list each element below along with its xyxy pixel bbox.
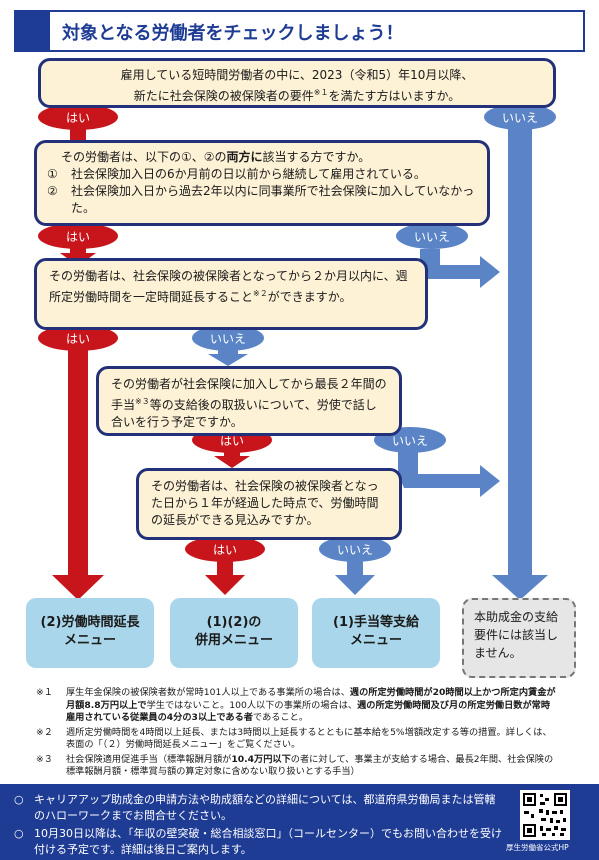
item-1-text: 社会保険加入日の6か月前の日以前から継続して雇用されている。 <box>71 167 426 181</box>
question-2-intro-a: その労働者は、以下の①、②の <box>61 150 227 164</box>
question-5-box: その労働者は、社会保険の被保険者となった日から１年が経過した時点で、労働時間の延… <box>136 468 402 540</box>
menu-3-line2: メニュー <box>349 633 402 648</box>
footer-bullet-1: ○ <box>14 793 24 806</box>
menu-2-line1: (1)(2)の <box>206 615 262 630</box>
no-label-4: いいえ <box>391 434 428 448</box>
question-2-box: その労働者は、以下の①、②の両方に該当する方ですか。 ① 社会保険加入日の6か月… <box>34 140 490 226</box>
no-label-1: いいえ <box>501 111 538 125</box>
question-1-line2b: を満たす方はいますか。 <box>328 89 461 103</box>
item-2-mark: ② <box>47 184 58 198</box>
footnote-3-body: 社会保険適用促進手当（標準報酬月額が10.4万円以下の者に対して、事業主が支給す… <box>66 754 556 779</box>
footnote-2: ※２ 週所定労働時間を4時間以上延長、または3時間以上延長するとともに基本給を5… <box>36 727 556 752</box>
question-1-line1: 雇用している短時間労働者の中に、2023（令和5）年10月以降、 <box>120 68 474 82</box>
question-2-item-2: ② 社会保険加入日から過去2年以内に同事業所で社会保険に加入していなかった。 <box>47 183 477 217</box>
menu-1-line1: (2)労働時間延長 <box>40 615 140 630</box>
question-2-intro-b: 該当する方ですか。 <box>262 150 371 164</box>
no-arrow-2 <box>420 249 500 288</box>
question-2-item-1: ① 社会保険加入日の6か月前の日以前から継続して雇用されている。 <box>47 166 477 183</box>
footnote-2-mark: ※２ <box>36 726 53 738</box>
menu-working-hours-extension: (2)労働時間延長 メニュー <box>26 598 154 668</box>
not-eligible-box: 本助成金の支給要件には該当しません。 <box>462 598 576 678</box>
menu-combined: (1)(2)の 併用メニュー <box>170 598 298 668</box>
footnote-1-bold2: 週の所定労働時間及び月の所定労働日数が常時雇用されている従業員の4分の3以上であ… <box>66 699 551 724</box>
menu-3-line1: (1)手当等支給 <box>333 615 419 630</box>
footnote-3-a: 社会保険適用促進手当（標準報酬月額が <box>66 753 232 765</box>
note-ref-3: ※３ <box>135 397 150 406</box>
yes-label-2: はい <box>65 230 90 244</box>
no-arrow-right-column <box>492 120 548 600</box>
footer-line-1: キャリアアップ助成金の申請方法や助成額などの詳細については、都道府県労働局または… <box>34 793 496 822</box>
footnote-3: ※３ 社会保険適用促進手当（標準報酬月額が10.4万円以下の者に対して、事業主が… <box>36 754 556 779</box>
no-label-2: いいえ <box>413 230 450 244</box>
title-bar: 対象となる労働者をチェックしましょう！ <box>14 10 585 52</box>
yes-label-5: はい <box>212 543 237 557</box>
yes-arrow-5 <box>205 560 245 595</box>
footer-text: ○ キャリアアップ助成金の申請方法や助成額などの詳細については、都道府県労働局ま… <box>14 792 504 858</box>
page-title: 対象となる労働者をチェックしましょう！ <box>62 23 404 44</box>
no-arrow-4 <box>398 452 500 497</box>
footnote-3-b: の者に対して、事業主が支給する場合、最長2年間、社会保険の標準報酬月額・標準賞与… <box>66 753 554 778</box>
yes-label-4: はい <box>219 434 244 448</box>
footnote-1-c: であること。 <box>252 712 309 723</box>
footnote-2-body: 週所定労働時間を4時間以上延長、または3時間以上延長するとともに基本給を5%増額… <box>66 726 552 751</box>
footnote-1-b: 学生ではないこと。100人以下の事業所の場合は、 <box>146 699 358 711</box>
footnote-1-body: 厚生年金保険の被保険者数が常時101人以上である事業所の場合は、週の所定労働時間… <box>66 687 556 725</box>
question-2-intro: その労働者は、以下の①、②の両方に該当する方ですか。 <box>47 149 477 166</box>
question-3-text-b: ができますか。 <box>267 290 352 304</box>
footnote-3-mark: ※３ <box>36 753 53 765</box>
note-ref-1: ※１ <box>313 88 329 97</box>
yes-arrow-4 <box>214 451 250 468</box>
footer-item-2: ○ 10月30日以降は、「年収の壁突破・総合相談窓口」（コールセンター）でもお問… <box>14 826 504 858</box>
footnotes: ※１ 厚生年金保険の被保険者数が常時101人以上である事業所の場合は、週の所定労… <box>36 687 556 781</box>
footnote-1-bold1: 週の所定労働時間が20時間以上かつ所定内賃金が月額8.8万円以上で <box>66 687 556 711</box>
yes-label-3: はい <box>65 332 90 346</box>
footnote-3-bold1: 10.4万円以下 <box>231 753 291 765</box>
footnote-1-a: 厚生年金保険の被保険者数が常時101人以上である事業所の場合は、 <box>66 687 350 698</box>
no-arrow-5 <box>335 560 375 595</box>
question-4-text-a: その労働者が社会保険に加入してから最長２年間の手当 <box>111 377 387 412</box>
item-2-text: 社会保険加入日から過去2年以内に同事業所で社会保険に加入していなかった。 <box>71 184 475 215</box>
no-arrow-3 <box>208 349 248 366</box>
footer-item-1: ○ キャリアアップ助成金の申請方法や助成額などの詳細については、都道府県労働局ま… <box>14 792 504 824</box>
question-5-text: その労働者は、社会保険の被保険者となった日から１年が経過した時点で、労働時間の延… <box>151 479 379 527</box>
question-3-box: その労働者は、社会保険の被保険者となってから２か月以内に、週所定労働時間を一定時… <box>34 258 428 330</box>
question-2-intro-bold: 両方に <box>226 150 263 164</box>
question-3-text-a: その労働者は、社会保険の被保険者となってから２か月以内に、週所定労働時間を一定時… <box>49 269 408 304</box>
item-1-mark: ① <box>47 167 58 181</box>
footnote-1: ※１ 厚生年金保険の被保険者数が常時101人以上である事業所の場合は、週の所定労… <box>36 687 556 725</box>
footer-banner: ○ キャリアアップ助成金の申請方法や助成額などの詳細については、都道府県労働局ま… <box>0 784 599 860</box>
question-1-line2a: 新たに社会保険の被保険者の要件 <box>133 89 314 103</box>
yes-label-1: はい <box>65 111 90 125</box>
menu-1-line2: メニュー <box>63 633 116 648</box>
footer-line-2: 10月30日以降は、「年収の壁突破・総合相談窓口」（コールセンター）でもお問い合… <box>34 827 502 856</box>
note-ref-2: ※２ <box>253 289 268 298</box>
question-4-box: その労働者が社会保険に加入してから最長２年間の手当※３等の支給後の取扱いについて… <box>96 366 402 436</box>
question-1-line2: 新たに社会保険の被保険者の要件※１を満たす方はいますか。 <box>51 84 543 105</box>
no-label-3: いいえ <box>209 332 246 346</box>
menu-2-line2: 併用メニュー <box>194 633 273 648</box>
qr-caption: 厚生労働省公式HP <box>506 843 569 852</box>
qr-code-icon[interactable] <box>520 790 570 840</box>
footnote-1-mark: ※１ <box>36 687 53 698</box>
no-label-5: いいえ <box>336 543 373 557</box>
question-1-box: 雇用している短時間労働者の中に、2023（令和5）年10月以降、 新たに社会保険… <box>38 58 556 108</box>
question-4-text-b: 等の支給後の取扱いについて、労使で話し合いを行う予定ですか。 <box>111 398 377 429</box>
not-eligible-text: 本助成金の支給要件には該当しません。 <box>474 610 559 660</box>
menu-allowance-payment: (1)手当等支給 メニュー <box>312 598 440 668</box>
title-accent <box>16 12 50 50</box>
footer-bullet-2: ○ <box>14 827 24 840</box>
